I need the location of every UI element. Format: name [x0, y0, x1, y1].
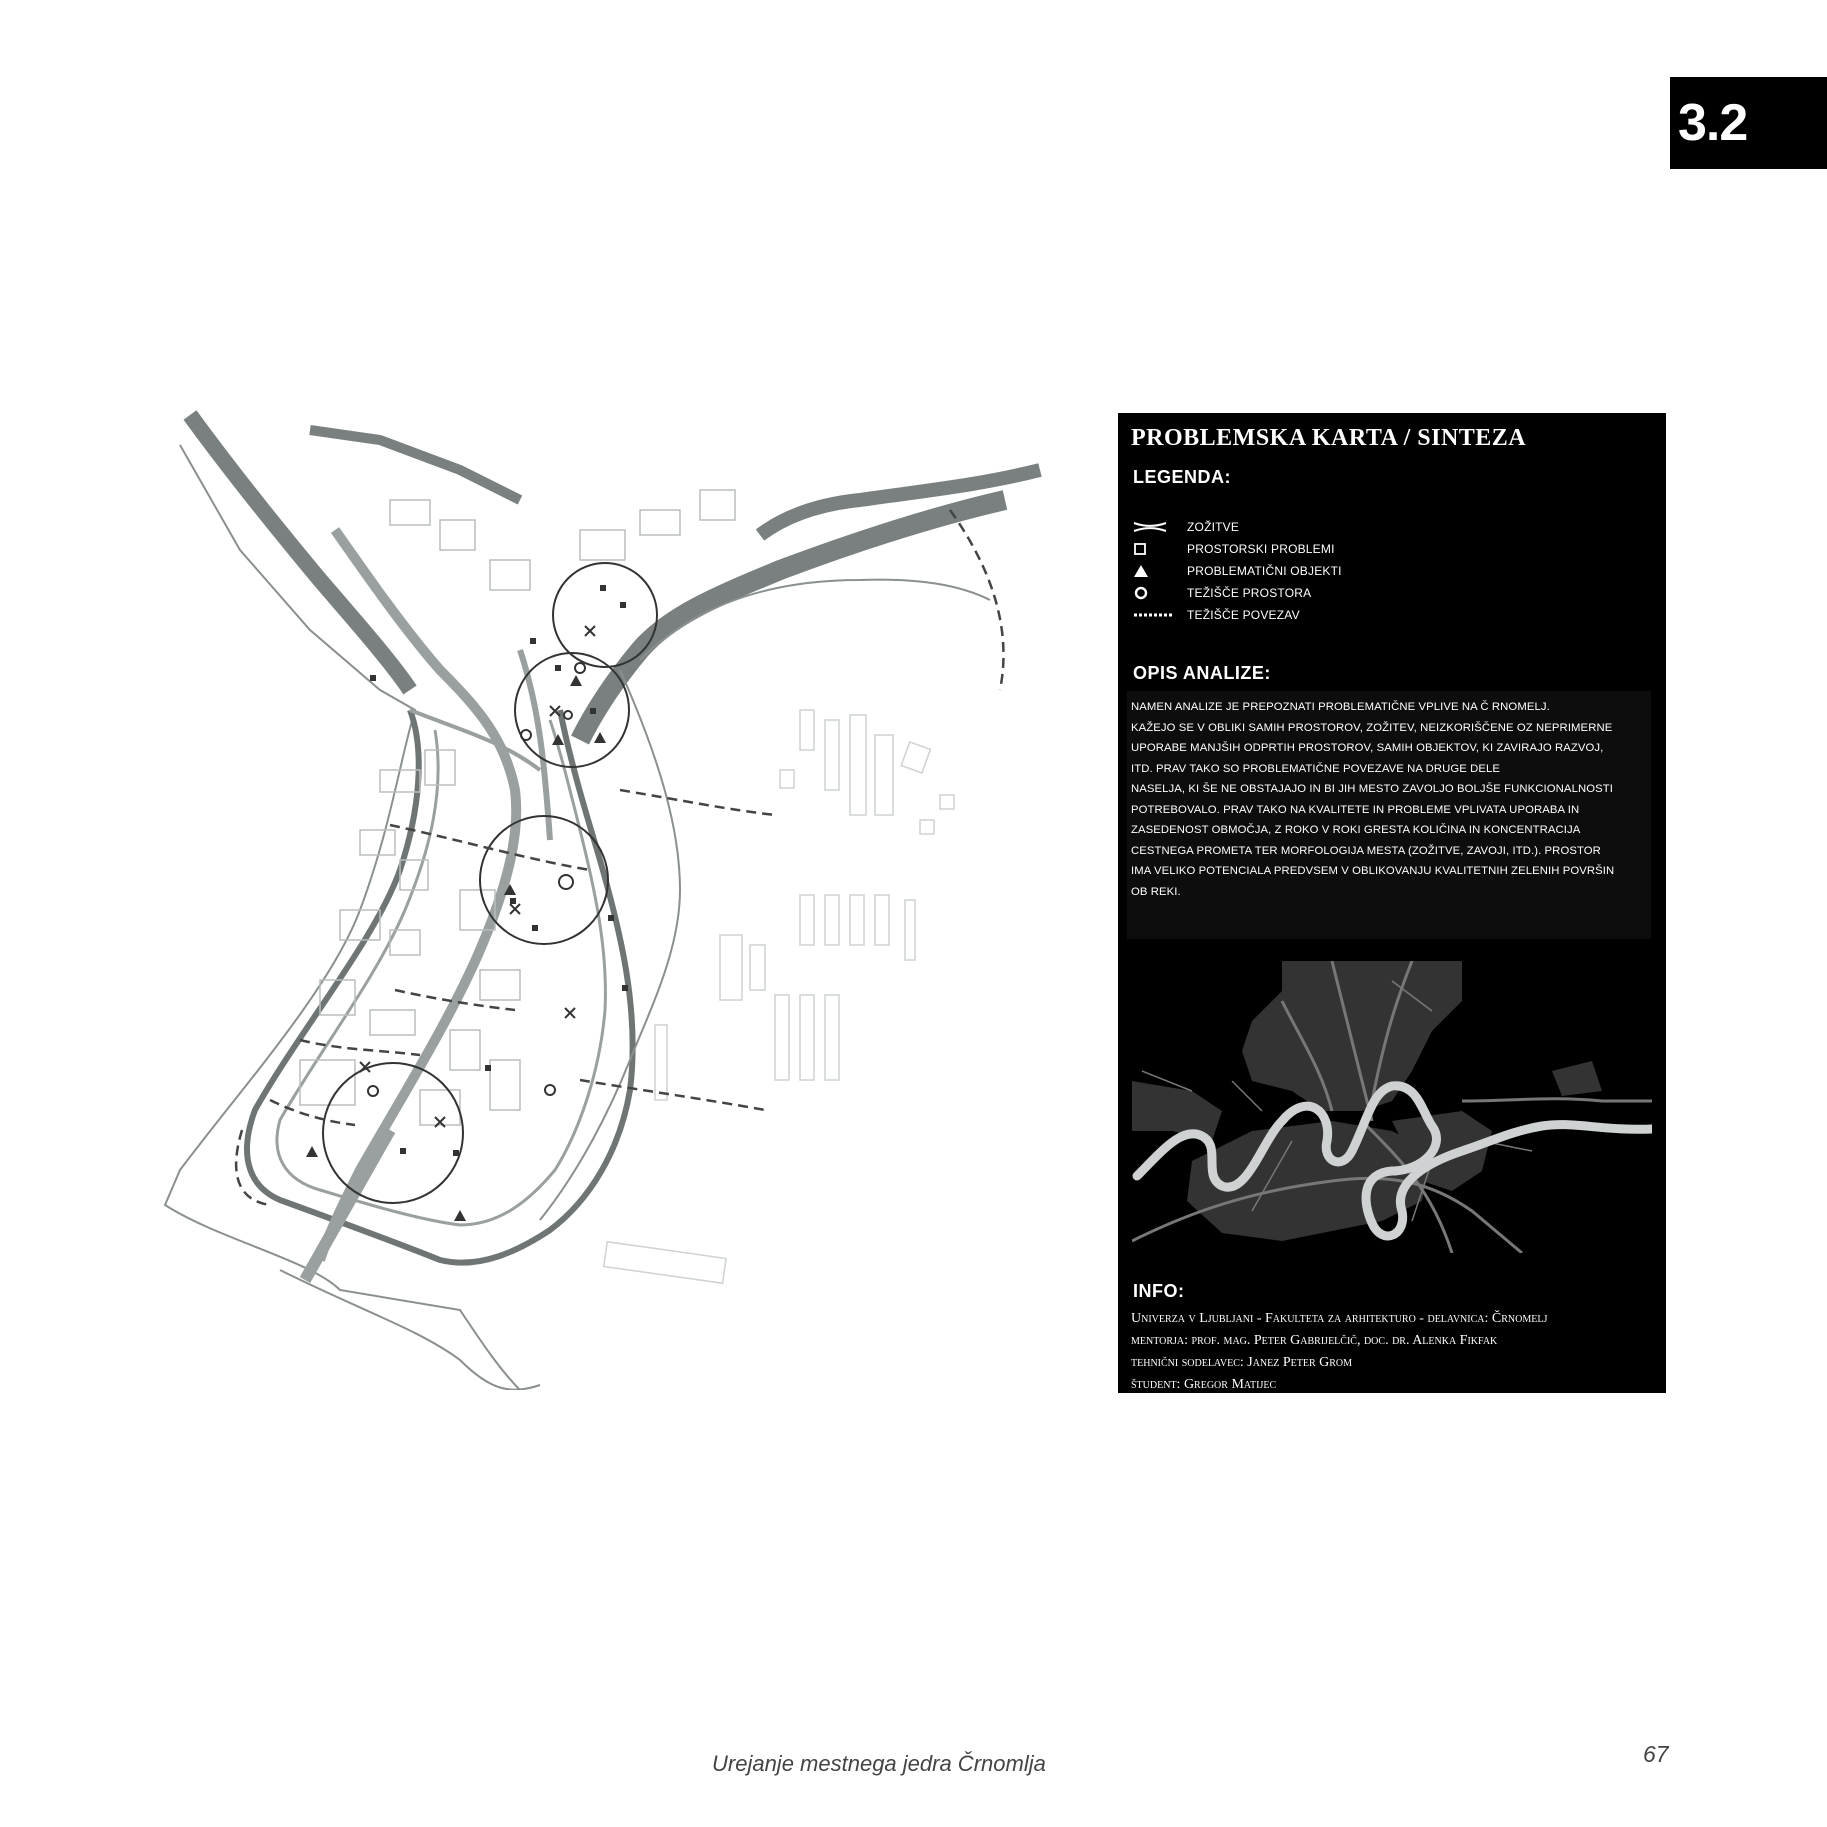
legend-label: problematični objekti [1187, 564, 1342, 578]
info-line: študent: Gregor Matijec [1131, 1377, 1277, 1392]
chapter-number-tab: 3.2 [1670, 77, 1827, 169]
focal-circle-1 [552, 562, 658, 668]
connection-line-7 [948, 509, 1005, 691]
description-line: NAMEN ANALIZE JE PREPOZNATI PROBLEMATIČN… [1131, 701, 1550, 713]
legend-item-dashed: težišče povezav [1133, 604, 1433, 626]
inset-roads [1132, 961, 1652, 1253]
problem-map [160, 410, 1120, 1390]
legend-heading: LEGENDA: [1133, 467, 1231, 487]
river-upper-bank [309, 425, 523, 505]
legend: zožitve prostorski problemi problematičn… [1133, 516, 1433, 626]
connection-line-1 [389, 823, 591, 872]
info-heading: INFO: [1133, 1281, 1185, 1301]
connection-line-2 [619, 788, 776, 817]
dashed-line-icon [1133, 604, 1187, 626]
focal-circle-3 [479, 815, 609, 945]
connection-line-6 [299, 1038, 421, 1057]
legend-item-triangle: problematični objekti [1133, 560, 1433, 582]
connection-line-5 [394, 988, 516, 1012]
description-box: NAMEN ANALIZE JE PREPOZNATI PROBLEMATIČN… [1127, 691, 1651, 939]
side-road-2 [409, 708, 542, 772]
footer-title: Urejanje mestnega jedra Črnomlja [712, 1751, 1046, 1776]
main-road [315, 527, 522, 1262]
focal-circle-4 [322, 1062, 464, 1204]
info-list: Univerza v Ljubljani - Fakulteta za arhi… [1131, 1308, 1656, 1396]
square-icon [1133, 538, 1187, 560]
river-east-lines-2 [639, 578, 991, 661]
triangle-icon [1133, 560, 1187, 582]
problem-triangles [306, 675, 606, 1221]
town-core-outline [244, 708, 636, 1266]
connection-lines [234, 509, 1005, 1207]
info-line: Univerza v Ljubljani - Fakulteta za arhi… [1131, 1311, 1548, 1326]
description-line: KAŽEJO SE V OBLIKI SAMIH PROSTOROV, ZOŽI… [1131, 721, 1613, 734]
description-line: OB REKI. [1131, 885, 1181, 898]
info-panel: PROBLEMSKA KARTA / SINTEZA LEGENDA: zoži… [1118, 413, 1666, 1393]
focal-circle-2 [514, 652, 630, 768]
connection-line-8 [234, 1129, 271, 1207]
legend-label: težišče povezav [1187, 608, 1300, 622]
problem-map-drawing [163, 410, 1042, 1390]
legend-label: zožitve [1187, 520, 1240, 534]
building-blocks [299, 489, 736, 1126]
problem-squares [370, 585, 628, 1156]
inset-map-drawing [1132, 961, 1652, 1253]
river-upper [183, 410, 417, 695]
river-bank-outer [279, 1269, 541, 1390]
description-line: UPORABE MANJŠIH ODPRTIH PROSTOROV, SAMIH… [1131, 742, 1604, 754]
river-bend-right [755, 463, 1042, 541]
terrain-outline [163, 444, 521, 1390]
focal-circles [322, 562, 658, 1204]
legend-item-circle: težišče prostora [1133, 582, 1433, 604]
description-line: NASELJA, KI ŠE NE OBSTAJAJO IN BI JIH ME… [1131, 783, 1613, 795]
small-circles [367, 662, 586, 1097]
connection-line-4 [269, 1098, 356, 1127]
panel-title: PROBLEMSKA KARTA / SINTEZA [1131, 425, 1527, 451]
inset-river [1132, 1081, 1652, 1241]
page-number: 67 [1643, 1741, 1669, 1767]
legend-item-square: prostorski problemi [1133, 538, 1433, 560]
constriction-marks [359, 625, 596, 1128]
river-east-lines [539, 669, 682, 1221]
river-right [571, 490, 1008, 745]
constriction-icon [1133, 516, 1187, 538]
inset-map [1132, 961, 1652, 1253]
town-core-inner [275, 719, 607, 1227]
bridge-road [299, 1127, 396, 1283]
legend-label: prostorski problemi [1187, 542, 1335, 556]
description-line: ZASEDENOST OBMOČJA, Z ROKO V ROKI GRESTA… [1131, 824, 1581, 836]
description-line: CESTNEGA PROMETA TER MORFOLOGIJA MESTA (… [1131, 844, 1601, 857]
description-heading: OPIS ANALIZE: [1133, 663, 1271, 683]
info-line: mentorja: prof. mag. Peter Gabrijelčič, … [1131, 1333, 1498, 1348]
circle-icon [1133, 582, 1187, 604]
description-line: POTREBOVALO. PRAV TAKO NA KVALITETE IN P… [1131, 803, 1580, 816]
description-line: ITD. PRAV TAKO SO PROBLEMATIČNE POVEZAVE… [1131, 762, 1501, 775]
connection-line-3 [579, 1078, 766, 1112]
legend-label: težišče prostora [1187, 586, 1312, 600]
inset-minor-roads [1141, 980, 1533, 1222]
info-line: tehnični sodelavec: Janez Peter Grom [1131, 1355, 1353, 1370]
east-buildings [602, 709, 955, 1285]
description-line: IMA VELIKO POTENCIALA PREDVSEM V OBLIKOV… [1131, 865, 1615, 877]
legend-item-constriction: zožitve [1133, 516, 1433, 538]
